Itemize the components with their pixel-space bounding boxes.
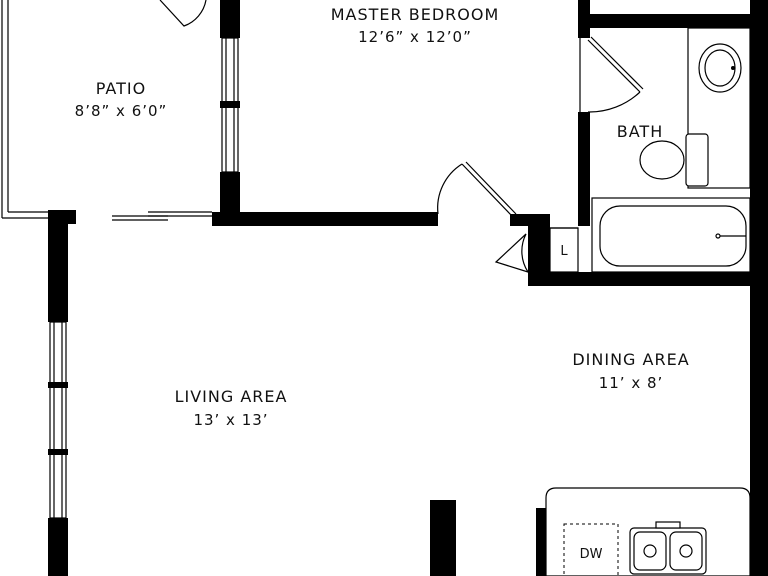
bath-fixtures [591,27,751,273]
master-bedroom-name: MASTER BEDROOM [331,5,500,24]
walls [48,0,768,576]
wall-segment [578,0,590,38]
room-labels: MASTER BEDROOM 12’6” x 12’0” PATIO 8’8” … [75,5,689,429]
window-mullion [220,101,240,108]
toilet-tank [685,133,709,187]
wall-segment [590,14,750,28]
dishwasher-label: DW [580,547,603,562]
wall-segment [48,210,68,322]
wall-segment [430,500,456,576]
wall-segment [536,508,548,576]
windows [48,37,581,519]
dining-area-size: 11’ x 8’ [599,374,664,392]
linen-closet: L [494,227,579,274]
window [49,321,67,519]
linen-closet-label: L [560,244,568,259]
wall-segment [220,0,240,38]
dining-area-name: DINING AREA [572,350,689,369]
patio-outline [1,0,207,219]
window-mullion [48,449,68,455]
living-area-name: LIVING AREA [175,387,288,406]
door-swing [159,0,207,27]
wall-segment [750,0,768,576]
wall-segment [528,272,750,286]
wall-segment [48,518,68,576]
bath-door [587,36,644,113]
wall-segment [220,172,240,222]
patio-name: PATIO [96,79,146,98]
wall-segment [510,214,530,226]
kitchen: DW [545,487,751,576]
window-mullion [48,382,68,388]
wall-segment [528,214,550,286]
bath-name: BATH [617,122,663,141]
toilet-icon [639,140,685,180]
bedroom-door [437,161,517,217]
dishwasher-outline [563,523,619,576]
closet-door-swing [494,233,530,274]
wall-segment [212,212,438,226]
master-bedroom-size: 12’6” x 12’0” [358,28,472,46]
sliding-door [112,211,212,221]
faucet [655,521,681,529]
patio-size: 8’8” x 6’0” [75,102,168,120]
wall-segment [578,112,590,226]
living-area-size: 13’ x 13’ [193,411,268,429]
linen-closet-box [549,227,579,273]
